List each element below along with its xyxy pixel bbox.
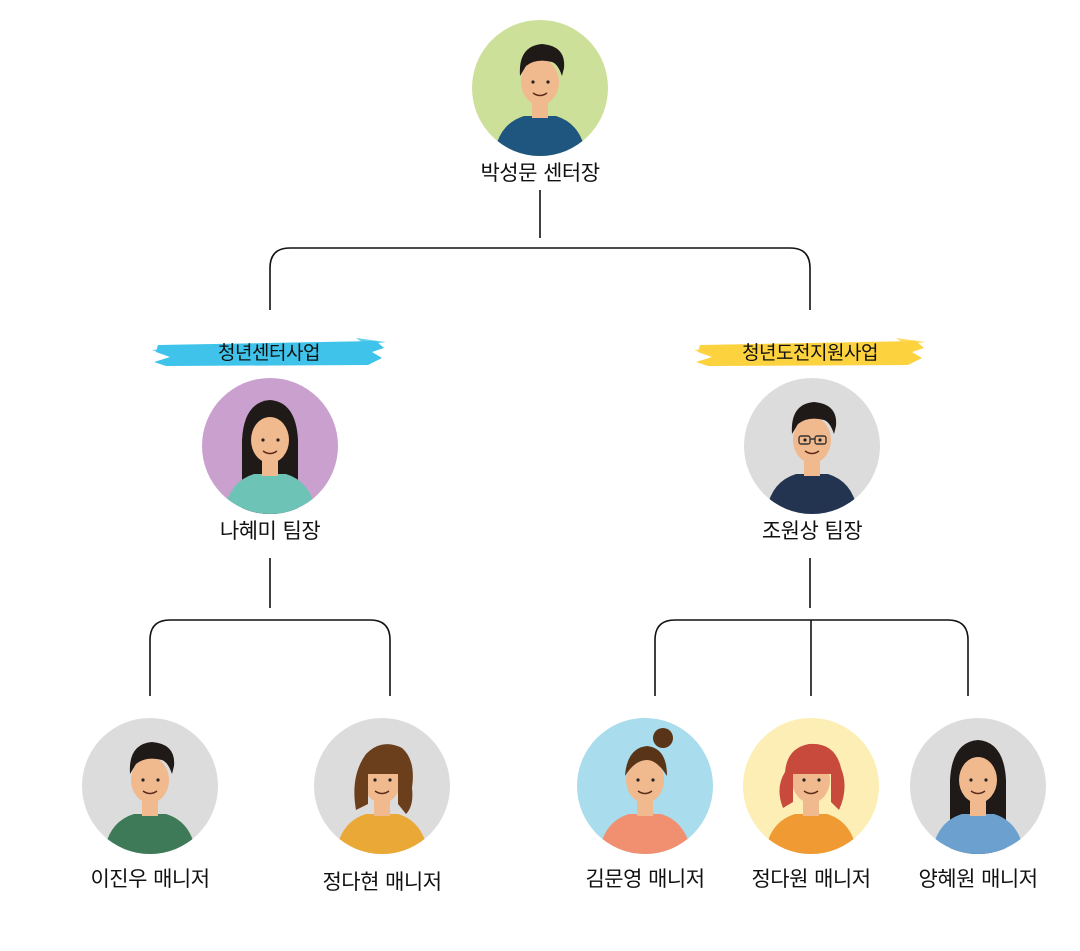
team2-member-3-name: 양혜원 매니저 xyxy=(918,867,1038,891)
team1-leader-name: 나혜미 팀장 xyxy=(219,519,321,543)
dept-label-text: 청년센터사업 xyxy=(218,342,320,364)
connector-director-branch xyxy=(269,247,811,310)
connector-team1-branch xyxy=(149,619,391,696)
director-avatar xyxy=(472,20,608,156)
team1-member-1-name: 이진우 매니저 xyxy=(90,867,210,891)
team1-leader-avatar xyxy=(202,378,338,514)
highlight-brush-stroke xyxy=(152,338,386,366)
team2-leader-avatar xyxy=(744,378,880,514)
team2-member-1-avatar xyxy=(577,718,713,854)
team2-member-1-name: 김문영 매니저 xyxy=(585,867,705,891)
dept-label-youth-challenge: 청년도전지원사업 xyxy=(694,336,926,370)
dept-label-text: 청년도전지원사업 xyxy=(742,342,878,364)
team2-leader-name: 조원상 팀장 xyxy=(761,519,863,543)
director-name: 박성문 센터장 xyxy=(480,161,600,185)
team1-member-2-avatar xyxy=(314,718,450,854)
team1-member-1-avatar xyxy=(82,718,218,854)
dept-label-youth-center: 청년센터사업 xyxy=(152,336,386,370)
team2-member-3-avatar xyxy=(910,718,1046,854)
team1-member-2-name: 정다현 매니저 xyxy=(322,870,442,894)
team2-member-2-avatar xyxy=(743,718,879,854)
team2-member-2-name: 정다원 매니저 xyxy=(751,867,871,891)
highlight-brush-stroke xyxy=(694,338,926,366)
